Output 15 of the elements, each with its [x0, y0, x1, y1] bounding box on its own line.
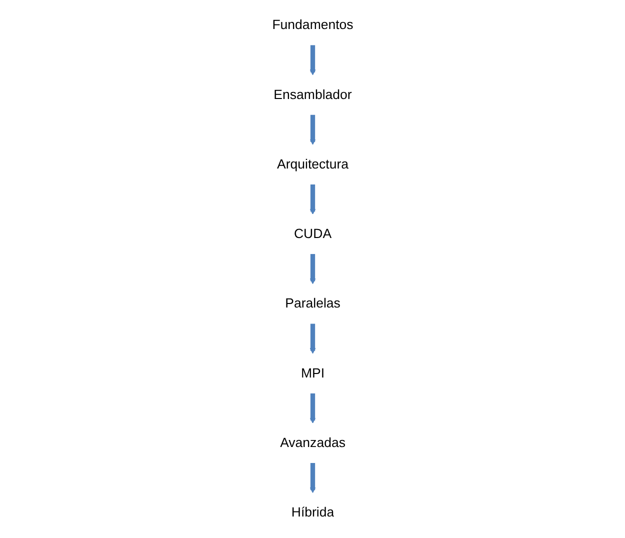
arrow [310, 254, 316, 284]
node-text: Arquitectura [276, 157, 348, 172]
node-text: Paralelas [284, 296, 340, 312]
arrow [310, 463, 316, 494]
arrow [310, 393, 316, 424]
arrow [310, 45, 316, 76]
arrow [310, 184, 316, 215]
node-text: Avanzadas [280, 436, 346, 450]
node-text: Ensamblador [273, 88, 352, 102]
node-text: CUDA [294, 226, 332, 242]
node-text: Fundamentos [272, 18, 354, 33]
arrow [310, 324, 316, 354]
node-text: Híbrida [291, 505, 334, 520]
arrow [310, 114, 316, 145]
node-text: MPI [300, 366, 324, 381]
